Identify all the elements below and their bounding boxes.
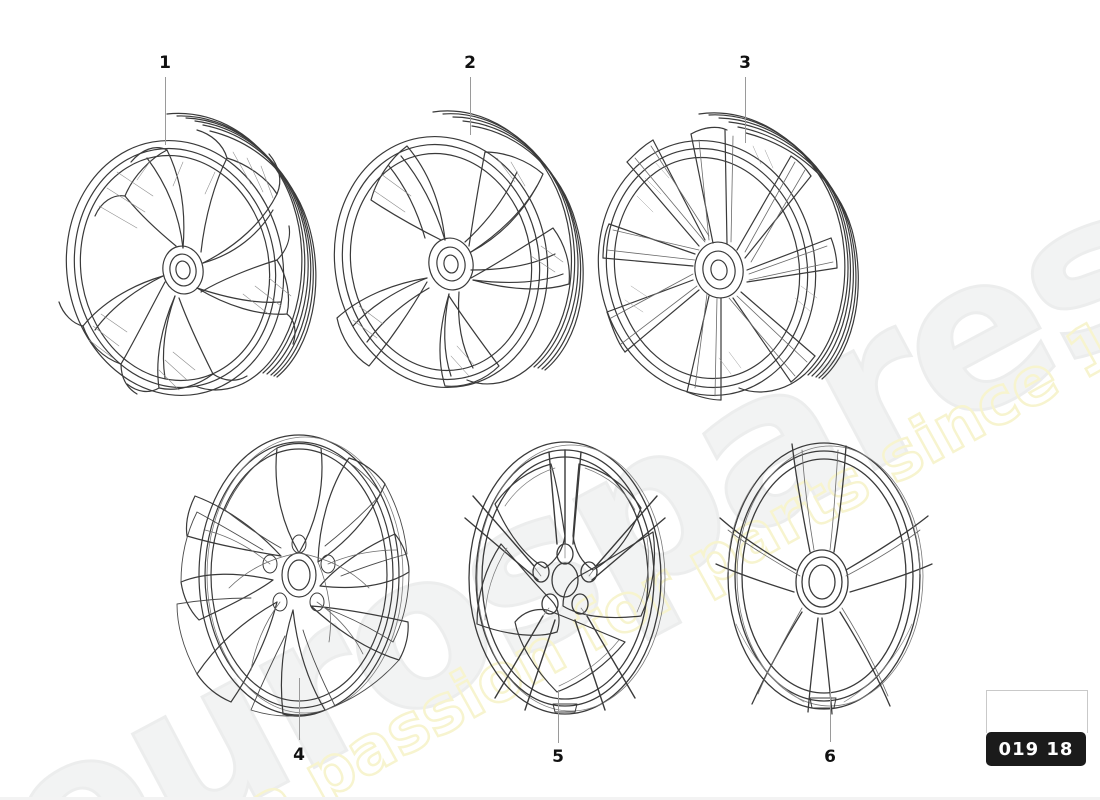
callout-4-leader (298, 678, 300, 740)
bottom-rule (0, 797, 1100, 800)
wheel-figure-5[interactable] (464, 440, 675, 720)
callout-4-number: 4 (293, 745, 305, 765)
wheel-figure-4[interactable] (176, 430, 410, 720)
callout-5-number: 5 (552, 747, 564, 767)
callout-1-number: 1 (159, 53, 171, 73)
part-number-plate[interactable]: 019 18 (986, 732, 1086, 766)
callout-6-leader (829, 690, 831, 742)
callout-2-number: 2 (464, 53, 476, 73)
callout-3-leader (744, 77, 746, 143)
callout-2-leader (469, 77, 471, 135)
callout-6-number: 6 (824, 747, 836, 767)
callout-1-leader (164, 77, 166, 145)
callout-5-leader (557, 690, 559, 743)
wheel-figure-1[interactable] (55, 100, 335, 410)
wheel-figure-3[interactable] (595, 100, 880, 410)
wheel-figure-2[interactable] (325, 100, 605, 400)
part-number-frame (986, 690, 1088, 733)
wheel-figure-6[interactable] (715, 440, 933, 720)
callout-3-number: 3 (739, 53, 751, 73)
